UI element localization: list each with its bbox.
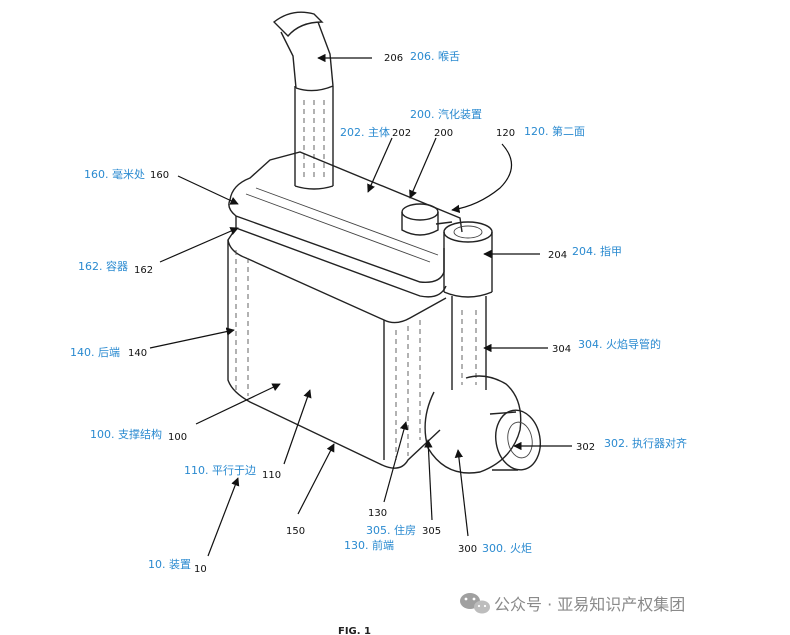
label-300-num: 300 [458,544,477,555]
label-110-text: 110. 平行于边 [184,464,256,477]
label-160-num: 160 [150,170,169,181]
device-drawing [227,11,541,474]
label-160-text: 160. 毫米处 [84,167,145,181]
label-202-num: 202 [392,128,411,139]
label-10-text: 10. 装置 [148,558,191,571]
label-110-num: 110 [262,470,281,481]
label-130-text: 130. 前端 [344,538,394,552]
flame-tube [443,221,493,390]
label-200-num: 200 [434,128,453,139]
label-206-text: 206. 喉舌 [410,50,460,63]
label-305-num: 305 [422,526,441,537]
label-304-text: 304. 火焰导管的 [578,337,661,351]
label-300-text: 300. 火炬 [482,542,532,555]
label-130-num: 130 [368,508,387,519]
label-162-text: 162. 容器 [78,259,128,273]
label-302-text: 302. 执行器对齐 [604,436,687,450]
label-140-text: 140. 后端 [70,346,120,359]
mouthpiece [272,11,334,190]
label-304-num: 304 [552,344,571,355]
label-302-num: 302 [576,442,595,453]
label-140-num: 140 [128,348,147,359]
label-305-text: 305. 住房 [366,523,416,537]
callout-labels: 206 206. 喉舌 202. 主体 202 200. 汽化装置 200 12… [70,50,687,575]
label-100-num: 100 [168,432,187,443]
torch-housing [424,375,541,474]
label-200-text: 200. 汽化装置 [410,107,482,121]
label-10-num: 10 [194,564,207,575]
wechat-icon [460,593,490,614]
label-100-text: 100. 支撑结构 [90,427,162,441]
label-150-num: 150 [286,526,305,537]
leader-lines [149,53,572,557]
button-cap [401,203,453,236]
label-120-text: 120. 第二面 [524,124,585,138]
label-120-num: 120 [496,128,515,139]
watermark-text: 公众号 · 亚易知识产权集团 [494,595,685,614]
label-204-num: 204 [548,250,567,261]
figure-caption: FIG. 1 [338,626,371,635]
container-body [227,151,463,469]
watermark: 公众号 · 亚易知识产权集团 [460,593,685,614]
label-206-num: 206 [384,53,403,64]
label-162-num: 162 [134,265,153,276]
label-204-text: 204. 指甲 [572,244,622,258]
label-202-text: 202. 主体 [340,125,390,139]
